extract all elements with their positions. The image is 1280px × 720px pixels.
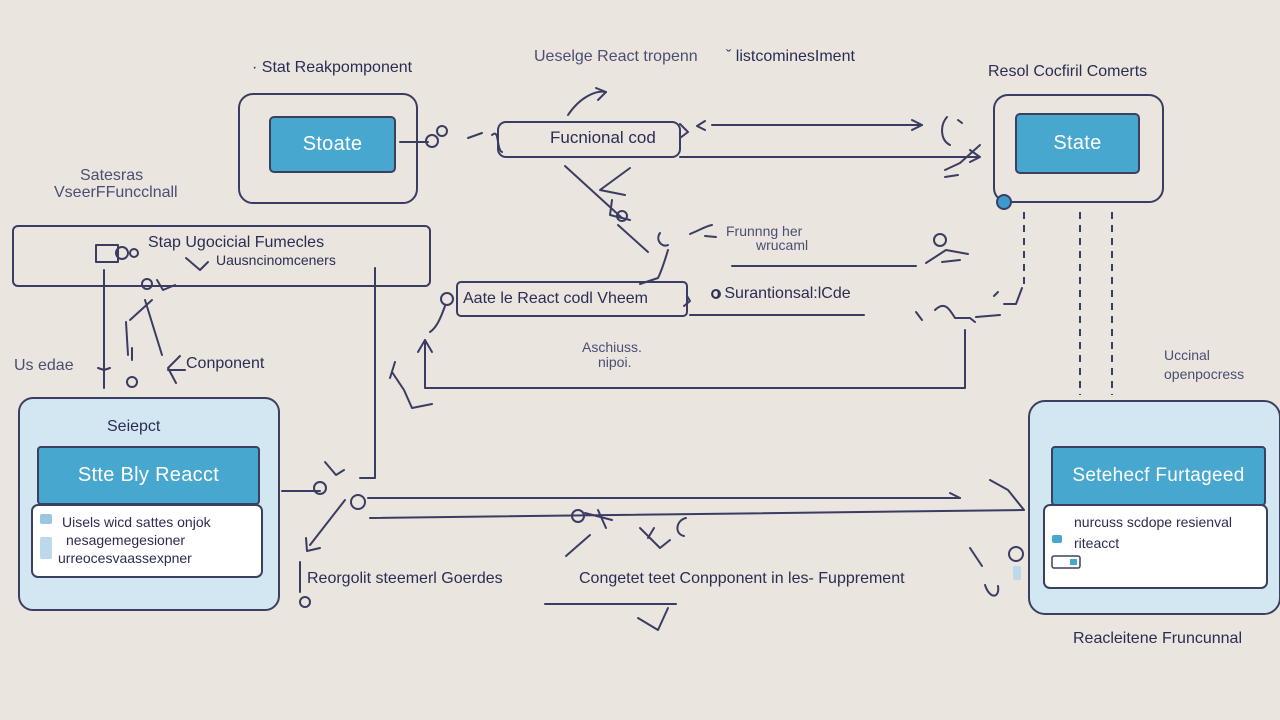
label-mid-box: Aate le React codl Vheem	[463, 290, 648, 307]
label-left-note-2: VseerFFuncclnall	[54, 184, 178, 201]
state-left-block[interactable]	[269, 116, 396, 173]
label-top-right: Resol Cocfiril Comerts	[988, 63, 1148, 80]
label-uccinal-2: openpocress	[1164, 366, 1245, 382]
right-panel-line-2: riteacct	[1074, 535, 1120, 551]
label-top-left: · Stat Reakpomponent	[252, 59, 413, 76]
state-right-node	[996, 194, 1012, 210]
label-bottom-center: Congetet teet Conpponent in les- Fupprem…	[579, 570, 905, 587]
label-top-center-b: ˇ listcominesIment	[726, 48, 855, 65]
mid-box-frame[interactable]	[456, 281, 688, 317]
label-us-edae: Us edae	[14, 357, 74, 374]
label-wide-box-1: Stap Ugocicial Fumecles	[148, 234, 325, 251]
right-panel-card	[1043, 504, 1268, 589]
state-right-block[interactable]	[1015, 113, 1140, 174]
state-left-title: Stoate	[302, 133, 363, 155]
label-uccinal-1: Uccinal	[1164, 347, 1210, 363]
label-running-2: wrucaml	[756, 237, 809, 253]
label-conponent: Conponent	[186, 355, 265, 372]
left-panel-title: Stte Bly Reacct	[77, 464, 220, 486]
state-left-frame[interactable]	[238, 93, 418, 204]
wide-box-frame[interactable]	[12, 225, 431, 287]
state-right-frame[interactable]	[993, 94, 1164, 203]
label-aschiuss-1: Aschiuss.	[582, 339, 642, 355]
label-wide-box-2: Uausncinomceners	[216, 252, 336, 268]
label-running-1: Frunnng her	[726, 223, 803, 239]
label-left-panel-caption: Seiepct	[107, 418, 161, 435]
left-panel-card	[31, 504, 263, 578]
right-panel-title: Setehecf Furtageed	[1072, 465, 1245, 486]
right-panel-line-1: nurcuss scdope resienval	[1074, 514, 1232, 530]
node-left	[425, 134, 439, 148]
left-panel-line-1: Uisels wicd sattes onjok	[62, 514, 211, 530]
label-bottom-left: Reorgolit steemerl Goerdes	[307, 570, 503, 587]
label-functional: Fucnional cod	[550, 128, 656, 147]
label-aschiuss-2: nipoi.	[598, 354, 632, 370]
label-left-note-1: Satesras	[80, 167, 144, 184]
left-panel-line-3: urreocesvaassexpner	[58, 550, 192, 566]
state-right-title: State	[1053, 132, 1102, 154]
left-panel-line-2: nesagemegesioner	[66, 532, 186, 548]
label-subfunctional: o Surantionsal:lCde	[711, 285, 851, 302]
label-top-center-a: Ueselge React tropenn	[534, 48, 698, 65]
label-bottom-right: Reacleitene Fruncunnal	[1073, 630, 1242, 647]
